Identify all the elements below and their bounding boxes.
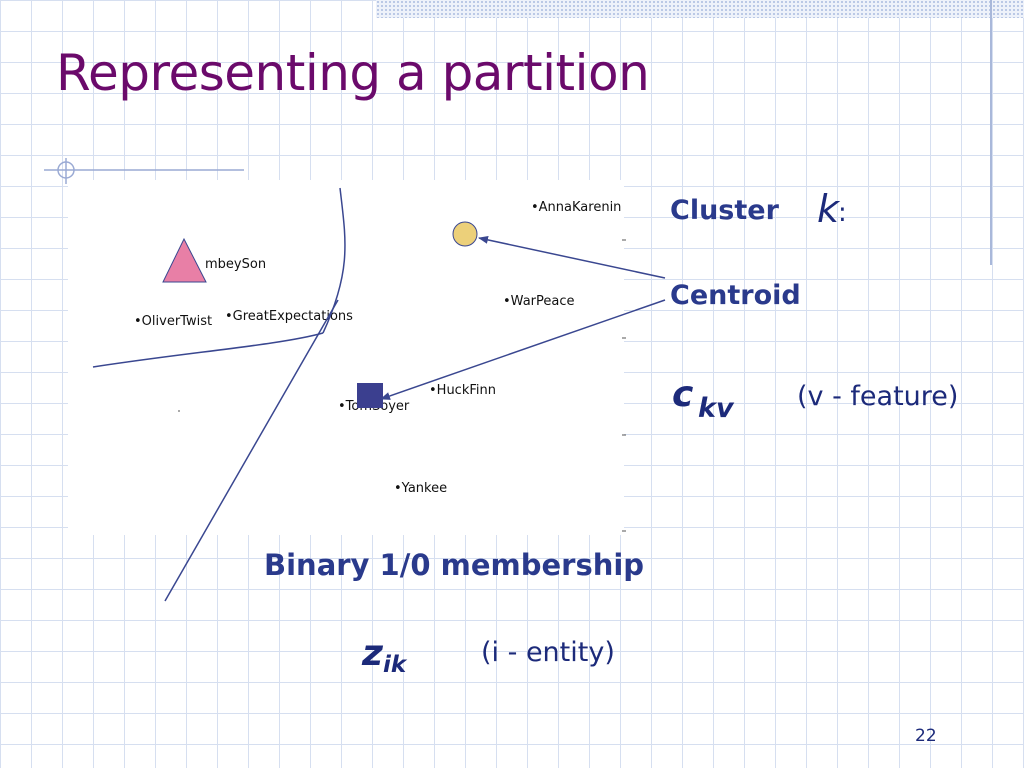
- top-decor-band: [376, 0, 1024, 18]
- boundary-line-diagonal: [164, 299, 339, 602]
- page-number: 22: [915, 726, 937, 746]
- centroid-symbol-subscript: kv: [698, 393, 734, 424]
- point-greatexpectations: •GreatExpectations: [225, 309, 353, 324]
- axis-ticks: [178, 239, 626, 532]
- centroid-symbol: c: [672, 374, 694, 415]
- title-underline-ornament: [44, 158, 244, 184]
- arrow-to-square-centroid: [380, 299, 666, 400]
- point-olivertwist: •OliverTwist: [134, 314, 213, 329]
- cluster-label: Cluster: [670, 195, 779, 226]
- boundary-curve-top: [322, 187, 346, 334]
- point-warpeace: •WarPeace: [503, 294, 575, 309]
- point-dombeyson: mbeySon: [205, 257, 267, 272]
- point-annakarenin: •AnnaKarenin: [531, 200, 622, 215]
- centroid-circle: [452, 221, 478, 247]
- cluster-colon: :: [838, 198, 847, 228]
- centroid-triangle: [162, 237, 207, 283]
- entity-note: (i - entity): [481, 637, 615, 668]
- right-decor-line: [990, 0, 992, 265]
- point-huckfinn: •HuckFinn: [429, 383, 496, 398]
- boundary-curve-left: [92, 332, 324, 368]
- membership-symbol-subscript: ik: [383, 652, 407, 678]
- membership-symbol: z: [362, 633, 383, 674]
- arrow-to-circle-centroid: [478, 235, 666, 279]
- cluster-symbol: k: [817, 187, 840, 231]
- slide-title: Representing a partition: [56, 44, 650, 102]
- centroid-label: Centroid: [670, 280, 801, 311]
- membership-label: Binary 1/0 membership: [264, 548, 645, 582]
- centroid-square: [357, 383, 383, 408]
- feature-note: (v - feature): [797, 381, 959, 412]
- point-yankee: •Yankee: [394, 481, 448, 496]
- cluster-figure: •AnnaKarenin mbeySon •WarPeace •OliverTw…: [68, 180, 624, 535]
